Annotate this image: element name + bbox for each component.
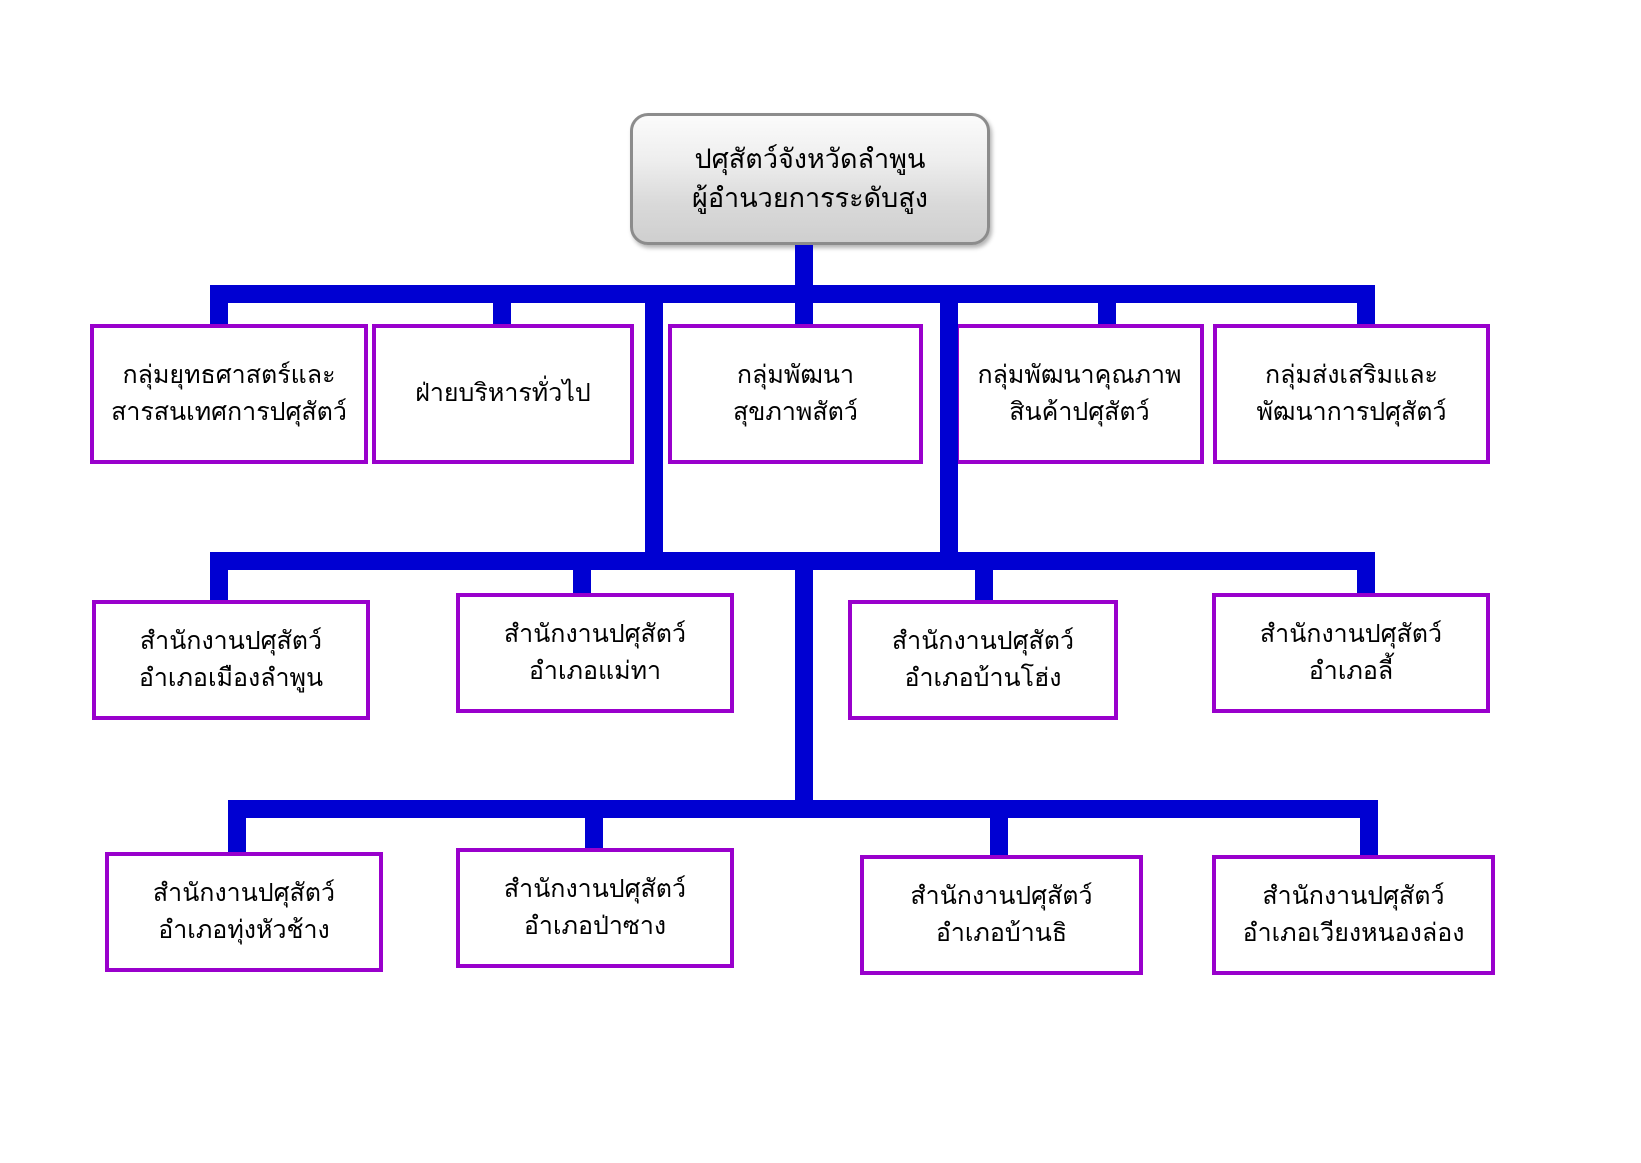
connector-drop-district-2 bbox=[573, 552, 591, 604]
district-office-line-2: อำเภอเวียงหนองล่อง bbox=[1242, 919, 1465, 947]
district-office-box-pa-sang[interactable]: สำนักงานปศุสัตว์ อำเภอป่าซาง bbox=[456, 848, 734, 968]
division-box-promotion-development[interactable]: กลุ่มส่งเสริมและ พัฒนาการปศุสัตว์ bbox=[1213, 324, 1490, 464]
district-office-line-2: อำเภอบ้านธิ bbox=[935, 919, 1068, 947]
district-office-box-ban-thi[interactable]: สำนักงานปศุสัตว์ อำเภอบ้านธิ bbox=[860, 855, 1143, 975]
root-node-provincial-livestock-office[interactable]: ปศุสัตว์จังหวัดลำพูน ผู้อำนวยการระดับสูง bbox=[630, 113, 990, 245]
connector-drop-district-3 bbox=[975, 552, 993, 604]
connector-drop-district-1 bbox=[210, 552, 228, 604]
district-office-line-1: สำนักงานปศุสัตว์ bbox=[139, 626, 323, 655]
district-office-box-ban-hong[interactable]: สำนักงานปศุสัตว์ อำเภอบ้านโฮ่ง bbox=[848, 600, 1118, 720]
division-box-product-quality-development[interactable]: กลุ่มพัฒนาคุณภาพ สินค้าปศุสัตว์ bbox=[955, 324, 1204, 464]
district-office-line-2: อำเภอลี้ bbox=[1308, 657, 1394, 685]
connector-root-stem bbox=[795, 245, 813, 295]
connector-drop-division-4 bbox=[1098, 285, 1116, 328]
division-box-line-1: กลุ่มพัฒนาคุณภาพ bbox=[977, 360, 1182, 389]
division-box-line-1: กลุ่มพัฒนา bbox=[736, 360, 855, 389]
connector-drop-division-5 bbox=[1357, 285, 1375, 328]
division-box-line-2: สารสนเทศการปศุสัตว์ bbox=[111, 398, 347, 426]
division-box-strategy-information[interactable]: กลุ่มยุทธศาสตร์และ สารสนเทศการปศุสัตว์ bbox=[90, 324, 368, 464]
division-box-line-1: กลุ่มยุทธศาสตร์และ bbox=[122, 360, 336, 389]
division-box-line-1: กลุ่มส่งเสริมและ bbox=[1265, 360, 1438, 389]
connector-drop-district-5 bbox=[228, 800, 246, 855]
district-office-line-2: อำเภอแม่ทา bbox=[528, 657, 662, 685]
division-box-animal-health-development[interactable]: กลุ่มพัฒนา สุขภาพสัตว์ bbox=[668, 324, 923, 464]
district-office-line-2: อำเภอบ้านโฮ่ง bbox=[904, 664, 1062, 692]
district-office-line-1: สำนักงานปศุสัตว์ bbox=[1259, 619, 1443, 648]
district-office-box-wiang-nong-long[interactable]: สำนักงานปศุสัตว์ อำเภอเวียงหนองล่อง bbox=[1212, 855, 1495, 975]
district-office-box-li[interactable]: สำนักงานปศุสัตว์ อำเภอลี้ bbox=[1212, 593, 1490, 713]
connector-drop-district-7 bbox=[990, 800, 1008, 855]
root-node-line-1: ปศุสัตว์จังหวัดลำพูน bbox=[694, 143, 926, 174]
connector-drop-district-8 bbox=[1360, 800, 1378, 855]
division-box-general-administration[interactable]: ฝ่ายบริหารทั่วไป bbox=[372, 324, 634, 464]
district-office-box-thung-hua-chang[interactable]: สำนักงานปศุสัตว์ อำเภอทุ่งหัวช้าง bbox=[105, 852, 383, 972]
connector-drop-division-3 bbox=[795, 285, 813, 328]
district-office-line-2: อำเภอป่าซาง bbox=[523, 912, 667, 940]
district-office-box-mae-tha[interactable]: สำนักงานปศุสัตว์ อำเภอแม่ทา bbox=[456, 593, 734, 713]
district-office-line-1: สำนักงานปศุสัตว์ bbox=[891, 626, 1075, 655]
district-office-line-1: สำนักงานปศุสัตว์ bbox=[503, 874, 687, 903]
district-office-line-1: สำนักงานปศุสัตว์ bbox=[152, 878, 336, 907]
connector-stem-animal-health-down bbox=[645, 285, 663, 552]
division-box-line-2: สินค้าปศุสัตว์ bbox=[1009, 398, 1150, 426]
connector-stem-product-quality-down bbox=[940, 285, 958, 552]
district-office-line-2: อำเภอทุ่งหัวช้าง bbox=[158, 916, 330, 944]
connector-division-bus bbox=[210, 285, 1375, 303]
connector-district-row1-bus bbox=[210, 552, 1375, 570]
district-office-line-1: สำนักงานปศุสัตว์ bbox=[1262, 881, 1445, 910]
root-node-line-2: ผู้อำนวยการระดับสูง bbox=[692, 183, 928, 213]
division-box-line-2: สุขภาพสัตว์ bbox=[733, 398, 858, 426]
district-office-line-2: อำเภอเมืองลำพูน bbox=[138, 664, 324, 692]
connector-drop-district-4 bbox=[1357, 552, 1375, 604]
division-box-line-1: ฝ่ายบริหารทั่วไป bbox=[415, 379, 591, 408]
division-box-line-2: พัฒนาการปศุสัตว์ bbox=[1256, 398, 1447, 426]
connector-stem-center-down bbox=[795, 552, 813, 810]
connector-drop-division-1 bbox=[210, 285, 228, 328]
district-office-box-mueang-lamphun[interactable]: สำนักงานปศุสัตว์ อำเภอเมืองลำพูน bbox=[92, 600, 370, 720]
district-office-line-1: สำนักงานปศุสัตว์ bbox=[503, 619, 687, 648]
district-office-line-1: สำนักงานปศุสัตว์ bbox=[910, 881, 1093, 910]
connector-drop-division-2 bbox=[493, 285, 511, 328]
connector-district-row2-bus bbox=[228, 800, 1378, 818]
connector-drop-district-6 bbox=[585, 800, 603, 855]
